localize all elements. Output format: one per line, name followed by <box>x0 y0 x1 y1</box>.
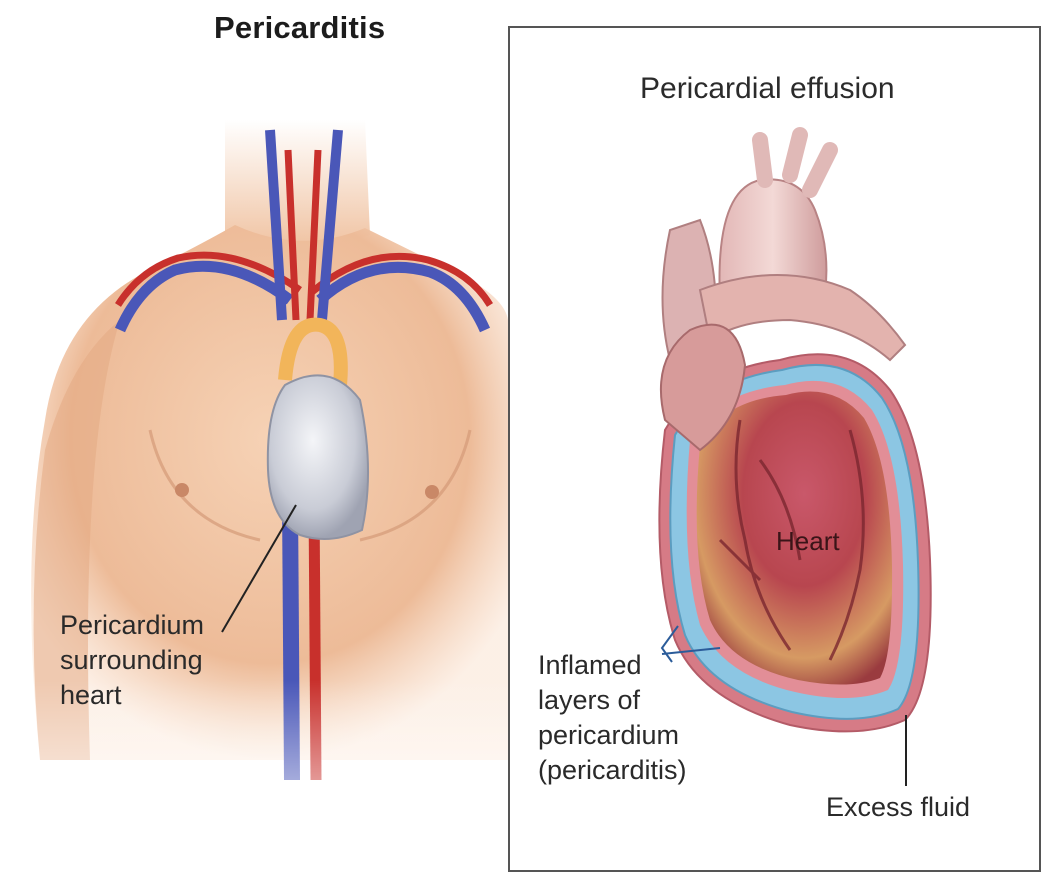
pericardium-callout-line: surrounding <box>60 643 204 678</box>
nipple-left <box>175 483 189 497</box>
pericardium-callout-line: Pericardium <box>60 608 204 643</box>
inflamed-layers-callout: Inflamed layers of pericardium (pericard… <box>538 648 687 788</box>
neck-shape <box>225 120 370 248</box>
heart-label: Heart <box>776 526 840 557</box>
inflamed-callout-line: (pericarditis) <box>538 753 687 788</box>
inflamed-callout-line: Inflamed <box>538 648 687 683</box>
inflamed-callout-line: layers of <box>538 683 687 718</box>
effusion-title: Pericardial effusion <box>640 72 895 106</box>
excess-fluid-label: Excess fluid <box>826 790 970 825</box>
nipple-right <box>425 485 439 499</box>
pericarditis-title: Pericarditis <box>214 10 385 46</box>
torso-illustration <box>0 120 510 880</box>
pericardium-callout: Pericardium surrounding heart <box>60 608 204 713</box>
pericardium-callout-line: heart <box>60 678 204 713</box>
pericardium-sac <box>268 375 368 539</box>
inflamed-callout-line: pericardium <box>538 718 687 753</box>
